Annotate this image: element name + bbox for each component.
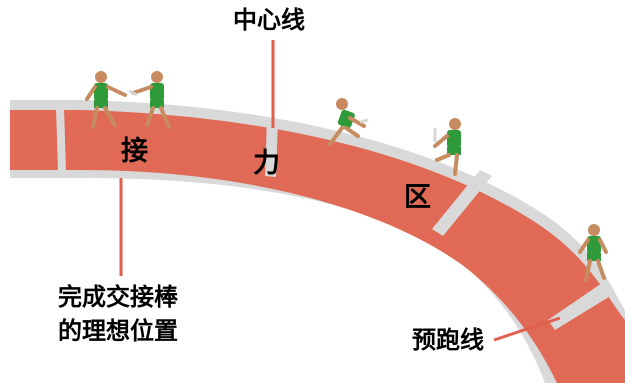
- runner-figure: [128, 71, 171, 129]
- ideal-handoff-position-label: 完成交接棒 的理想位置: [58, 280, 178, 348]
- runner-figure: [328, 98, 369, 146]
- zone-label-char-3: 区: [404, 182, 431, 213]
- runner-figure: [433, 118, 461, 176]
- center-line-label: 中心线: [233, 6, 305, 34]
- pre-run-line-label: 预跑线: [412, 326, 484, 354]
- ideal-position-line-2: 的理想位置: [58, 317, 178, 345]
- zone-label-char-2: 力: [253, 148, 280, 179]
- zone-end-line: [432, 170, 492, 236]
- pre-run-line-mark: [548, 283, 612, 330]
- pre-run-pointer: [493, 316, 561, 342]
- track-lane: [10, 110, 625, 383]
- runner-figure: [85, 71, 127, 129]
- zone-start-line: [56, 108, 66, 172]
- runner-figure: [578, 224, 608, 282]
- zone-label-char-1: 接: [121, 136, 148, 167]
- ideal-position-line-1: 完成交接棒: [58, 283, 178, 311]
- center-line-mark: [265, 118, 278, 177]
